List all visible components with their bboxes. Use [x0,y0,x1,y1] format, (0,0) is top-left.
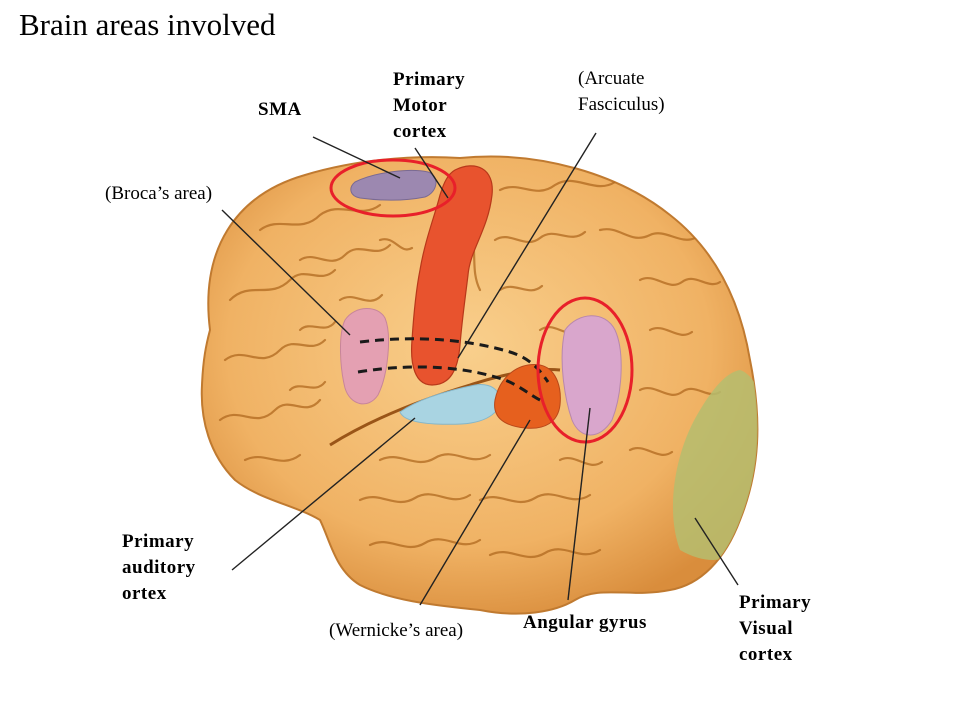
wernicke-label: (Wernicke’s area) [329,620,464,641]
motor-leader-line [414,147,449,199]
primary-visual-label: Primary Visual cortex [739,592,812,665]
angular-gyrus-label: Angular gyrus [523,612,647,633]
angular-highlight-circle [536,296,634,444]
primary-motor-region [410,165,493,386]
angular-gyrus-region [561,315,622,436]
visual-leader-line [694,517,739,586]
sma-region [350,169,437,201]
broca-region [339,308,390,405]
wernicke-region [494,364,561,429]
slide-title: Brain areas involved [19,7,276,42]
sma-highlight-circle [329,158,457,218]
broca-leader-line [221,209,351,336]
primary-auditory-label: Primary auditory ortex [122,531,196,604]
arcuate-leader-line [457,132,597,359]
angular-leader-line [567,407,591,601]
broca-label: (Broca’s area) [105,183,213,204]
wernicke-leader-line [419,419,531,606]
brain-sulci [218,179,722,559]
sma-label: SMA [258,99,302,120]
arcuate-fasciculus-label: (Arcuate Fasciculus) [578,68,665,115]
primary-motor-label: Primary Motor cortex [393,69,466,142]
auditory-leader-line [231,417,416,571]
sma-leader-line [312,136,401,179]
